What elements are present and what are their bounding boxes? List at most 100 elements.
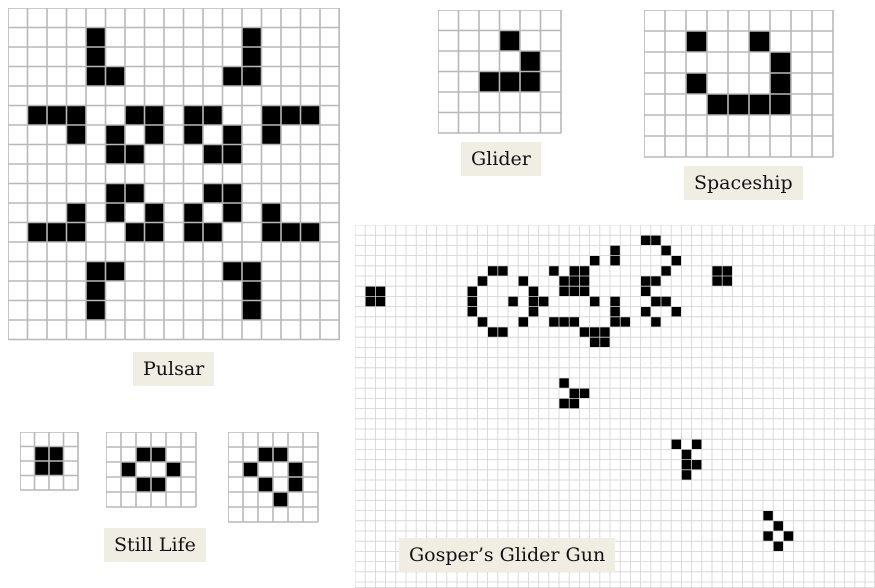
live-cell bbox=[686, 31, 707, 52]
live-cell bbox=[549, 317, 559, 327]
live-cell bbox=[488, 266, 498, 276]
live-cell bbox=[35, 461, 50, 476]
live-cell bbox=[549, 266, 559, 276]
live-cell bbox=[749, 31, 770, 52]
live-cell bbox=[242, 47, 262, 67]
live-cell bbox=[528, 296, 538, 306]
live-cell bbox=[467, 307, 477, 317]
live-cell bbox=[125, 223, 145, 243]
live-cell bbox=[365, 296, 375, 306]
grid-lines bbox=[20, 432, 78, 490]
live-cell bbox=[242, 301, 262, 321]
live-cell bbox=[600, 337, 610, 347]
live-cell bbox=[106, 262, 126, 282]
live-cell bbox=[508, 296, 518, 306]
live-cell bbox=[242, 67, 262, 87]
live-cell bbox=[203, 223, 223, 243]
live-cell bbox=[681, 449, 691, 459]
live-cell bbox=[121, 462, 136, 477]
live-cell bbox=[610, 317, 620, 327]
still-life-block-grid bbox=[20, 432, 80, 495]
pulsar-label: Pulsar bbox=[133, 352, 214, 386]
live-cell bbox=[773, 521, 783, 531]
live-cell bbox=[301, 223, 321, 243]
spaceship-grid bbox=[644, 10, 838, 158]
live-cell bbox=[579, 327, 589, 337]
live-cell bbox=[518, 317, 528, 327]
live-cell bbox=[641, 307, 651, 317]
live-cell bbox=[600, 327, 610, 337]
live-cell bbox=[67, 125, 87, 145]
live-cell bbox=[641, 286, 651, 296]
live-cell bbox=[28, 106, 48, 126]
live-cell bbox=[184, 203, 204, 223]
live-cell bbox=[145, 223, 165, 243]
live-cell bbox=[569, 276, 579, 286]
live-cell bbox=[651, 296, 661, 306]
live-cell bbox=[106, 125, 126, 145]
grid-lines bbox=[644, 10, 833, 157]
live-cell bbox=[223, 203, 243, 223]
live-cell bbox=[49, 447, 64, 462]
live-cell bbox=[590, 337, 600, 347]
live-cell bbox=[498, 327, 508, 337]
live-cell bbox=[288, 462, 303, 477]
live-cell bbox=[590, 296, 600, 306]
live-cell bbox=[273, 447, 288, 462]
live-cell bbox=[223, 262, 243, 282]
live-cell bbox=[49, 461, 64, 476]
live-cell bbox=[610, 245, 620, 255]
live-cell bbox=[671, 256, 681, 266]
live-cell bbox=[106, 145, 126, 165]
live-cell bbox=[763, 531, 773, 541]
live-cell bbox=[559, 286, 569, 296]
glider-label: Glider bbox=[461, 142, 541, 176]
live-cell bbox=[145, 125, 165, 145]
live-cell bbox=[273, 492, 288, 507]
live-cell bbox=[86, 281, 106, 301]
live-cell bbox=[763, 511, 773, 521]
live-cell bbox=[610, 256, 620, 266]
live-cell bbox=[86, 67, 106, 87]
live-cell bbox=[125, 106, 145, 126]
live-cell bbox=[500, 72, 521, 93]
live-cell bbox=[86, 301, 106, 321]
live-cell bbox=[86, 262, 106, 282]
live-cell bbox=[47, 106, 67, 126]
live-cell bbox=[242, 262, 262, 282]
live-cell bbox=[783, 531, 793, 541]
live-cell bbox=[590, 327, 600, 337]
live-cell bbox=[641, 276, 651, 286]
live-cell bbox=[569, 388, 579, 398]
live-cell bbox=[528, 286, 538, 296]
live-cell bbox=[86, 28, 106, 48]
live-cell bbox=[375, 286, 385, 296]
live-cell bbox=[488, 327, 498, 337]
live-cell bbox=[559, 276, 569, 286]
live-cell bbox=[712, 276, 722, 286]
live-cell bbox=[498, 266, 508, 276]
glider-grid bbox=[438, 10, 562, 134]
live-cell bbox=[375, 296, 385, 306]
live-cell bbox=[258, 477, 273, 492]
live-cell bbox=[223, 67, 243, 87]
live-cell bbox=[223, 184, 243, 204]
live-cell bbox=[520, 51, 541, 72]
live-cell bbox=[671, 307, 681, 317]
live-cell bbox=[712, 266, 722, 276]
live-cell bbox=[166, 462, 181, 477]
live-cell bbox=[520, 72, 541, 93]
live-cell bbox=[136, 447, 151, 462]
live-cell bbox=[467, 296, 477, 306]
live-cell bbox=[184, 125, 204, 145]
live-cell bbox=[610, 307, 620, 317]
live-cell bbox=[479, 72, 500, 93]
live-cell bbox=[681, 470, 691, 480]
live-cell bbox=[67, 223, 87, 243]
live-cell bbox=[770, 73, 791, 94]
live-cell bbox=[539, 296, 549, 306]
live-cell bbox=[610, 296, 620, 306]
live-cell bbox=[67, 203, 87, 223]
live-cell bbox=[518, 276, 528, 286]
live-cell bbox=[301, 106, 321, 126]
